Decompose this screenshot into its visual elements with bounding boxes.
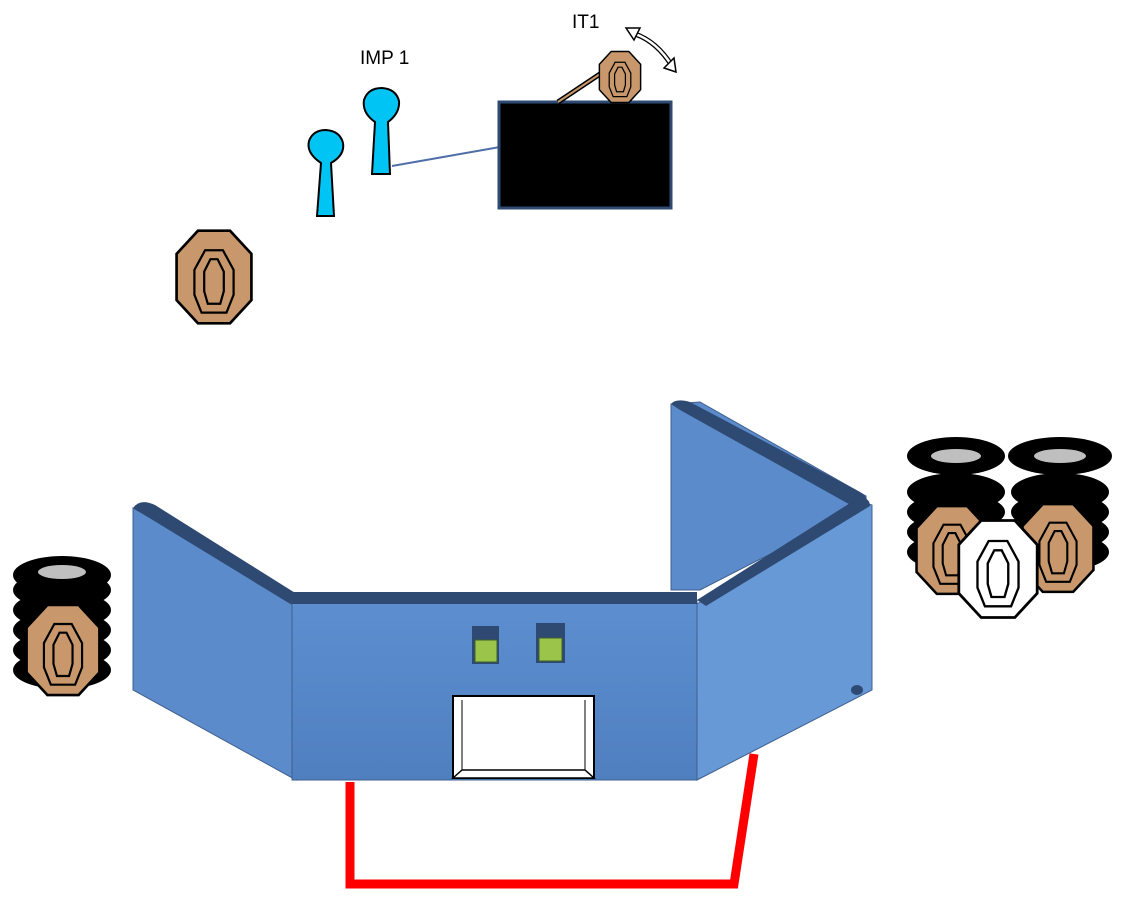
tire-stack-left bbox=[13, 556, 111, 697]
tire-rim bbox=[1034, 449, 1086, 463]
barricade-port bbox=[451, 695, 596, 779]
black-screen bbox=[497, 100, 673, 210]
tire-stack-right-b bbox=[1008, 437, 1112, 571]
target-it1 bbox=[598, 50, 642, 104]
no-shoot-target bbox=[957, 518, 1039, 620]
it-label: IT1 bbox=[572, 12, 599, 33]
barricade-foot bbox=[851, 685, 863, 695]
green-window-right bbox=[536, 623, 565, 663]
popper-left bbox=[307, 128, 345, 217]
target-tire-left bbox=[25, 603, 101, 697]
tire-rim bbox=[38, 565, 86, 579]
green-window-left bbox=[472, 626, 499, 664]
imp-label: IMP 1 bbox=[360, 48, 409, 69]
fault-line bbox=[345, 753, 759, 889]
popper-cable bbox=[391, 146, 501, 167]
target-left-open bbox=[175, 229, 253, 325]
popper-imp1 bbox=[362, 86, 401, 175]
tire-rim bbox=[931, 449, 981, 463]
tire-stack-right-a bbox=[907, 437, 1005, 571]
barricade bbox=[132, 400, 873, 781]
swing-arrow-icon bbox=[624, 27, 677, 74]
